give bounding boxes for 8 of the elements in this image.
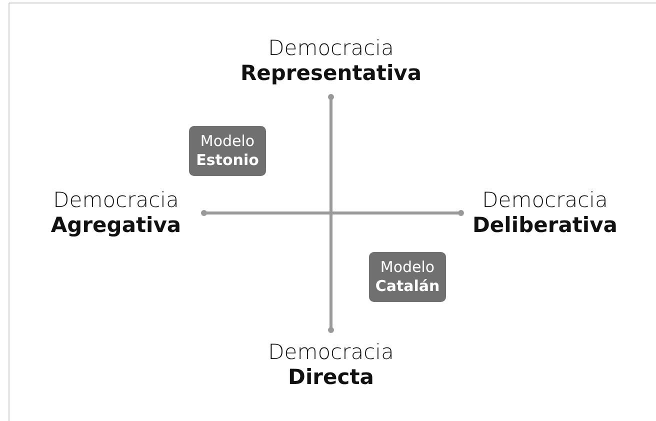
axis-label: Democracia Directa (268, 340, 394, 390)
model-label: Modelo Estonio (196, 132, 259, 170)
axis-label: Democracia Representativa (240, 36, 422, 86)
model-box (369, 252, 446, 302)
axis-label: Democracia Agregativa (50, 188, 182, 238)
axis-label: Democracia Deliberativa (472, 188, 618, 238)
model-box (189, 126, 266, 176)
model-label: Modelo Catalán (375, 258, 440, 296)
